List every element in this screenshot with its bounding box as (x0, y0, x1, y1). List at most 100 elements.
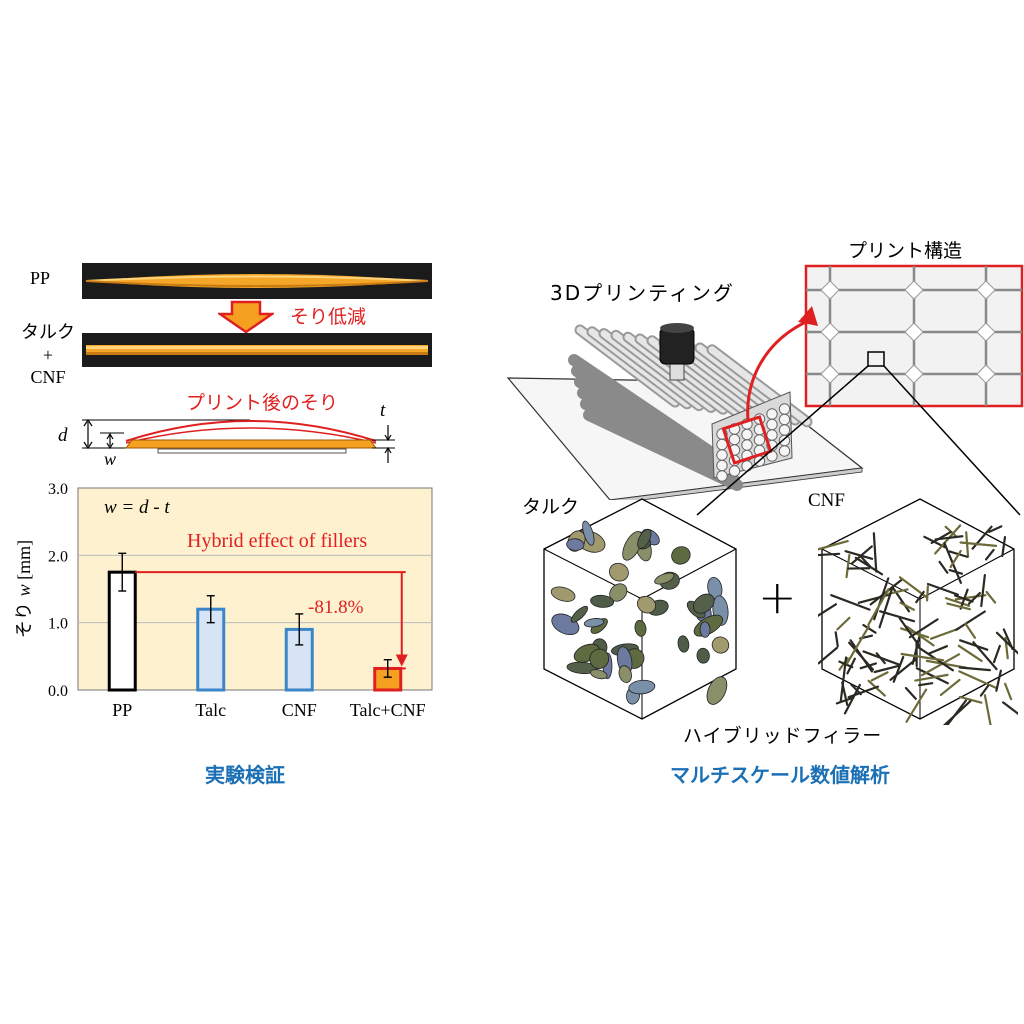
dim-d-label: d (58, 425, 68, 446)
cnf-label: CNF (808, 490, 845, 511)
cnf-fiber (843, 683, 861, 715)
talc-particle (634, 619, 647, 637)
cnf-fiber (959, 588, 969, 610)
cnf-fiber (984, 548, 995, 561)
filament-rod-highlight (708, 346, 811, 426)
talc-particle (566, 538, 585, 551)
cnf-fiber (925, 585, 929, 602)
warp-reduction-label: そり低減 (290, 306, 367, 328)
cnf-fiber (946, 602, 971, 611)
talc-particle (693, 593, 715, 614)
talc-particle (618, 665, 632, 683)
cnf-fiber (862, 623, 877, 634)
cnf-fiber (934, 535, 964, 541)
y-tick-label: 0.0 (48, 683, 68, 700)
right-caption: マルチスケール数値解析 (670, 763, 890, 787)
talc-particle (677, 635, 690, 653)
sample-label-plus: + (42, 345, 54, 365)
cnf-fiber (955, 610, 986, 631)
cnf-fiber (870, 671, 889, 682)
cnf-fiber (872, 532, 878, 573)
formula-label: w = d - t (104, 497, 170, 518)
cnf-fiber (854, 556, 884, 576)
sample-label-talc: タルク (21, 322, 75, 343)
talc-particle (654, 572, 675, 585)
x-tick-label: PP (112, 700, 132, 720)
talc-particle (711, 636, 730, 654)
sample-photo-hybrid (82, 333, 432, 367)
talc-label: タルク (522, 496, 580, 518)
cnf-fiber (873, 664, 901, 674)
talc-particle (590, 594, 615, 608)
cnf-fiber (954, 594, 987, 601)
filament-rod-highlight (612, 331, 715, 411)
filament-rod (583, 409, 743, 491)
cnf-fiber (904, 686, 917, 700)
cnf-fiber (1002, 701, 1018, 715)
reduction-arrow-head (395, 654, 408, 667)
cnf-fiber (892, 655, 905, 683)
talc-particle (622, 531, 643, 561)
cnf-fiber (905, 625, 935, 647)
cnf-fiber (818, 646, 839, 665)
cnf-fiber (979, 684, 990, 697)
cnf-fiber (899, 601, 915, 611)
cnf-fiber (844, 550, 874, 560)
rod-end (728, 465, 741, 477)
cnf-fiber (818, 603, 837, 617)
cnf-fiber (958, 666, 992, 672)
down-arrow-icon (218, 300, 274, 334)
sample-label-cnf: CNF (30, 367, 66, 387)
cnf-cube-edge (919, 548, 1015, 600)
x-tick-label: Talc (195, 700, 226, 720)
cnf-fiber (957, 644, 983, 663)
cnf-fiber (839, 656, 848, 703)
cnf-fiber (841, 681, 849, 707)
cnf-fiber (1001, 535, 1007, 557)
cnf-fiber (879, 610, 916, 623)
cnf-fiber (930, 530, 952, 545)
cnf-fiber (915, 590, 925, 604)
hybrid-effect-label: Hybrid effect of fillers (187, 530, 368, 552)
talc-particle (671, 546, 691, 565)
filament-rod-highlight (576, 326, 679, 406)
talc-particle (550, 586, 576, 602)
cnf-fiber (964, 622, 977, 639)
cnf-fiber (847, 685, 880, 699)
x-tick-label: Talc+CNF (350, 700, 426, 720)
cnf-fiber (914, 673, 949, 682)
warp-schematic (82, 418, 395, 463)
cnf-fiber (918, 682, 934, 687)
filament-rod-highlight (600, 330, 703, 410)
cnf-fiber (980, 573, 986, 608)
cnf-fiber (836, 616, 851, 631)
cnf-fiber (859, 662, 878, 670)
talc-particle (582, 520, 595, 546)
printed-block-illustration (506, 323, 864, 500)
x-tick-label: CNF (282, 700, 317, 720)
cnf-fiber (965, 531, 970, 558)
talc-particle (570, 605, 589, 623)
cnf-fiber (992, 644, 1001, 664)
reduction-percent: -81.8% (308, 597, 364, 618)
cnf-fiber (908, 618, 939, 639)
cnf-cube-outline (821, 498, 1015, 720)
talc-particle (628, 679, 656, 695)
cnf-fiber (949, 549, 962, 569)
plot-area (77, 487, 433, 691)
cnf-cube (818, 498, 1018, 725)
talc-particle (583, 618, 605, 628)
zoom-box (721, 415, 773, 465)
cnf-fiber (900, 652, 945, 662)
talc-particle (706, 676, 728, 705)
y-axis-label: そり w [mm] (14, 540, 35, 638)
cnf-fiber (983, 694, 992, 725)
cnf-fiber (944, 597, 971, 607)
talc-particle (696, 647, 710, 664)
cnf-fiber (995, 631, 1018, 655)
cnf-fiber (959, 541, 998, 548)
bar-pp (107, 570, 137, 692)
structure-label: プリント構造 (848, 240, 963, 262)
